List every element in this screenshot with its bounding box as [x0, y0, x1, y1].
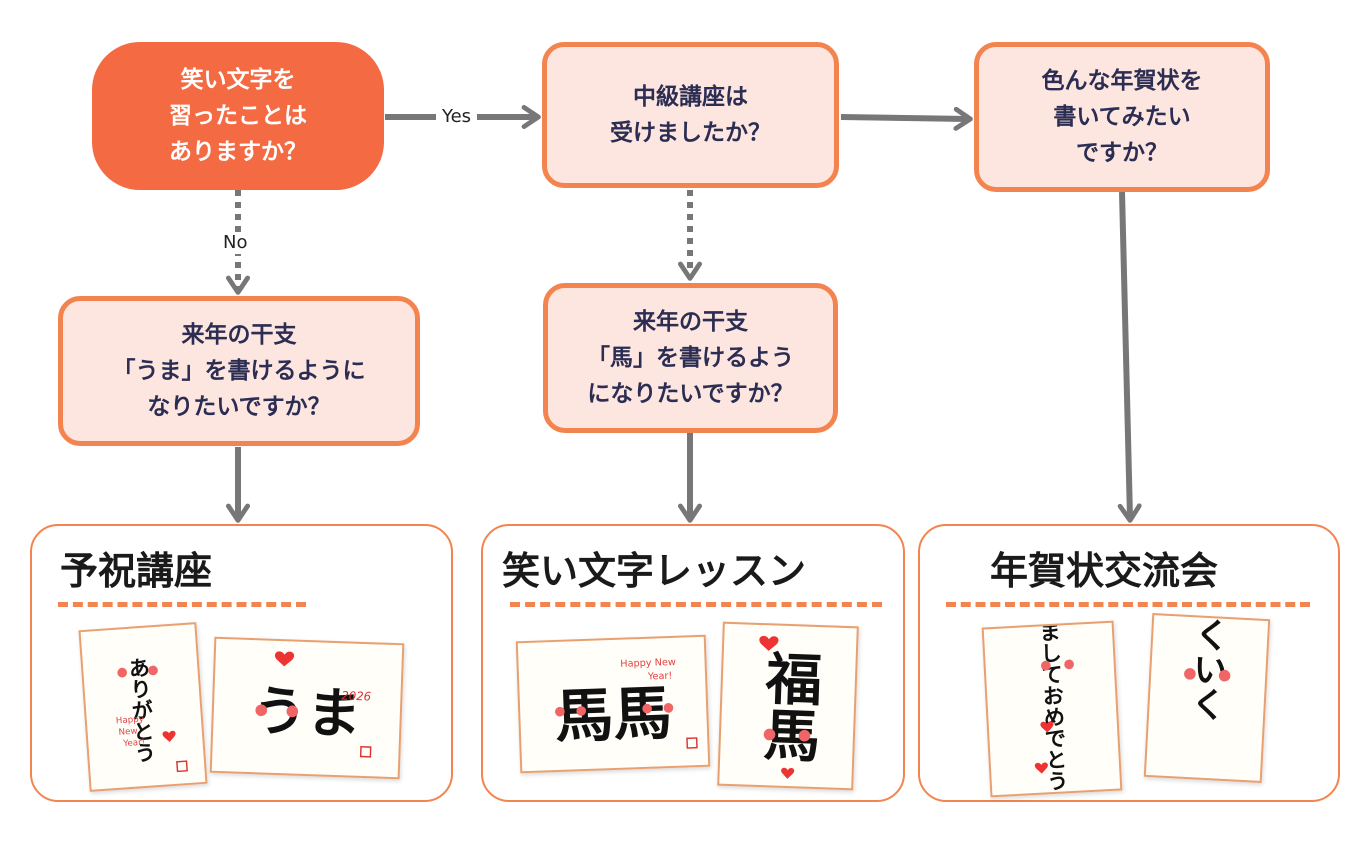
greeting-text: Happy New — [620, 657, 676, 670]
greeting-text: Happy — [116, 714, 145, 726]
no-label: No — [217, 232, 254, 254]
arrow-to-exchange — [1117, 191, 1142, 523]
destination-title: 予祝講座 — [60, 549, 213, 593]
title-underline — [58, 602, 306, 607]
question-line: なりたいですか？ — [147, 394, 331, 420]
yes-label: Yes — [436, 106, 478, 128]
card-text: 福馬 — [754, 649, 824, 764]
question-line: ですか？ — [1076, 140, 1168, 166]
start-line: ありますか？ — [169, 139, 307, 165]
question-line: 「馬」を書けるよう — [587, 345, 794, 371]
destination-title: 笑い文字レッスン — [502, 549, 807, 593]
card-art: あけましておめでとう — [1033, 623, 1074, 792]
card-fukuuma: 福馬 — [717, 621, 859, 791]
year-text: 2026 — [341, 688, 371, 703]
question-line: 来年の干支 — [633, 309, 748, 335]
card-text: 馬馬 — [554, 679, 673, 751]
arrow-to-greeting — [840, 106, 973, 131]
question-line: 中級講座は — [633, 84, 748, 110]
question-line: 来年の干支 — [181, 322, 297, 348]
zodiac-question-no: 来年の干支 「うま」を書けるように なりたいですか？ — [58, 296, 420, 446]
greeting-question: 色んな年賀状を 書いてみたい ですか？ — [974, 42, 1270, 192]
title-underline — [510, 602, 882, 607]
question-line: 受けましたか？ — [610, 120, 771, 146]
card-text: 馬くいく — [1185, 615, 1233, 722]
title-underline — [946, 602, 1310, 607]
greeting-text: Year! — [122, 738, 146, 750]
card-art: 福馬 — [754, 635, 824, 779]
question-line: 書いてみたい — [1053, 104, 1191, 130]
greeting-text: Year! — [647, 671, 673, 683]
card-arigatou: ありがとう Happy New Year! — [78, 622, 208, 792]
card-text: うま — [251, 679, 362, 746]
card-uma-kanji: 馬馬 Happy New Year! — [515, 634, 711, 774]
card-art: 馬くいく — [1184, 615, 1233, 722]
card-art: うま 2026 — [251, 651, 372, 758]
destination-title: 年賀状交流会 — [990, 549, 1219, 593]
question-line: 「うま」を書けるように — [112, 358, 366, 384]
greeting-text: New — [118, 727, 138, 738]
start-line: 習ったことは — [169, 103, 307, 129]
card-art: 馬馬 Happy New Year! — [554, 657, 698, 751]
card-akemashite: あけましておめでとう — [981, 620, 1123, 798]
question-line: になりたいですか？ — [587, 381, 794, 407]
question-line: 色んな年賀状を — [1041, 68, 1203, 94]
zodiac-question-yes: 来年の干支 「馬」を書けるよう になりたいですか？ — [543, 283, 838, 433]
start-node: 笑い文字を 習ったことは ありますか？ — [92, 42, 384, 190]
start-line: 笑い文字を — [180, 67, 296, 93]
card-umaku-iku: 馬くいく — [1143, 613, 1271, 783]
card-uma-hiragana: うま 2026 — [209, 636, 405, 780]
card-art: ありがとう Happy New Year! — [116, 656, 188, 773]
intermediate-question: 中級講座は 受けましたか？ — [542, 42, 839, 188]
